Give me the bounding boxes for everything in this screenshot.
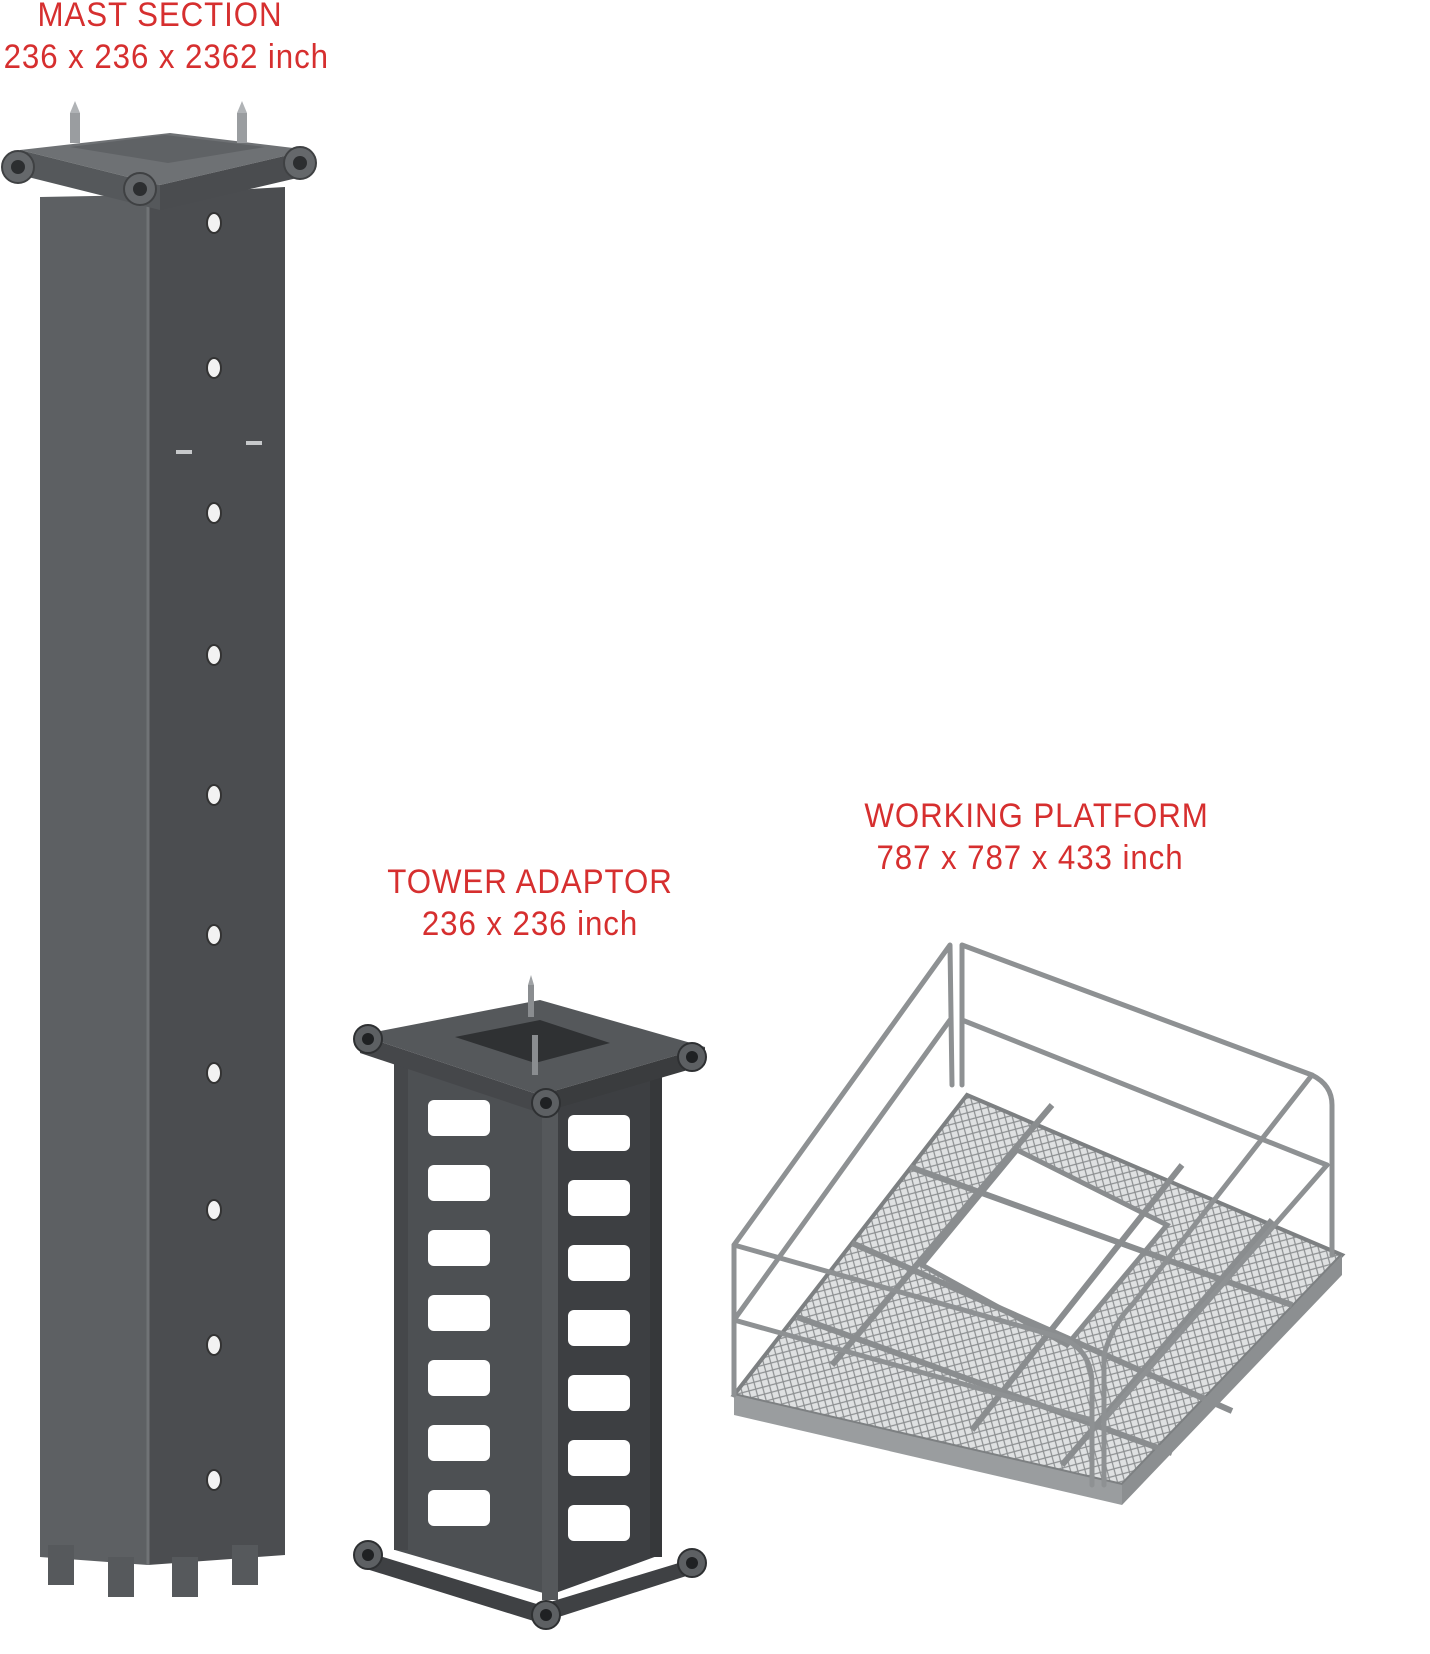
mast-section-dimensions: 236 x 236 x 2362 inch bbox=[3, 38, 330, 76]
working-platform-caption: WORKING PLATFORM 787 x 787 x 433 inch bbox=[864, 795, 1209, 879]
tower-adaptor-illustration bbox=[353, 975, 707, 1630]
mast-section-illustration bbox=[1, 101, 317, 1597]
mast-section-title: MAST SECTION bbox=[37, 0, 283, 34]
tower-adaptor-dimensions: 236 x 236 inch bbox=[421, 905, 639, 943]
mast-section-caption: MAST SECTION 236 x 236 x 2362 inch bbox=[3, 0, 330, 78]
working-platform-illustration bbox=[730, 942, 1346, 1505]
working-platform-dimensions: 787 x 787 x 433 inch bbox=[876, 839, 1184, 877]
working-platform-title: WORKING PLATFORM bbox=[864, 797, 1209, 835]
tower-adaptor-caption: TOWER ADAPTOR 236 x 236 inch bbox=[374, 861, 687, 945]
tower-adaptor-title: TOWER ADAPTOR bbox=[387, 863, 673, 901]
